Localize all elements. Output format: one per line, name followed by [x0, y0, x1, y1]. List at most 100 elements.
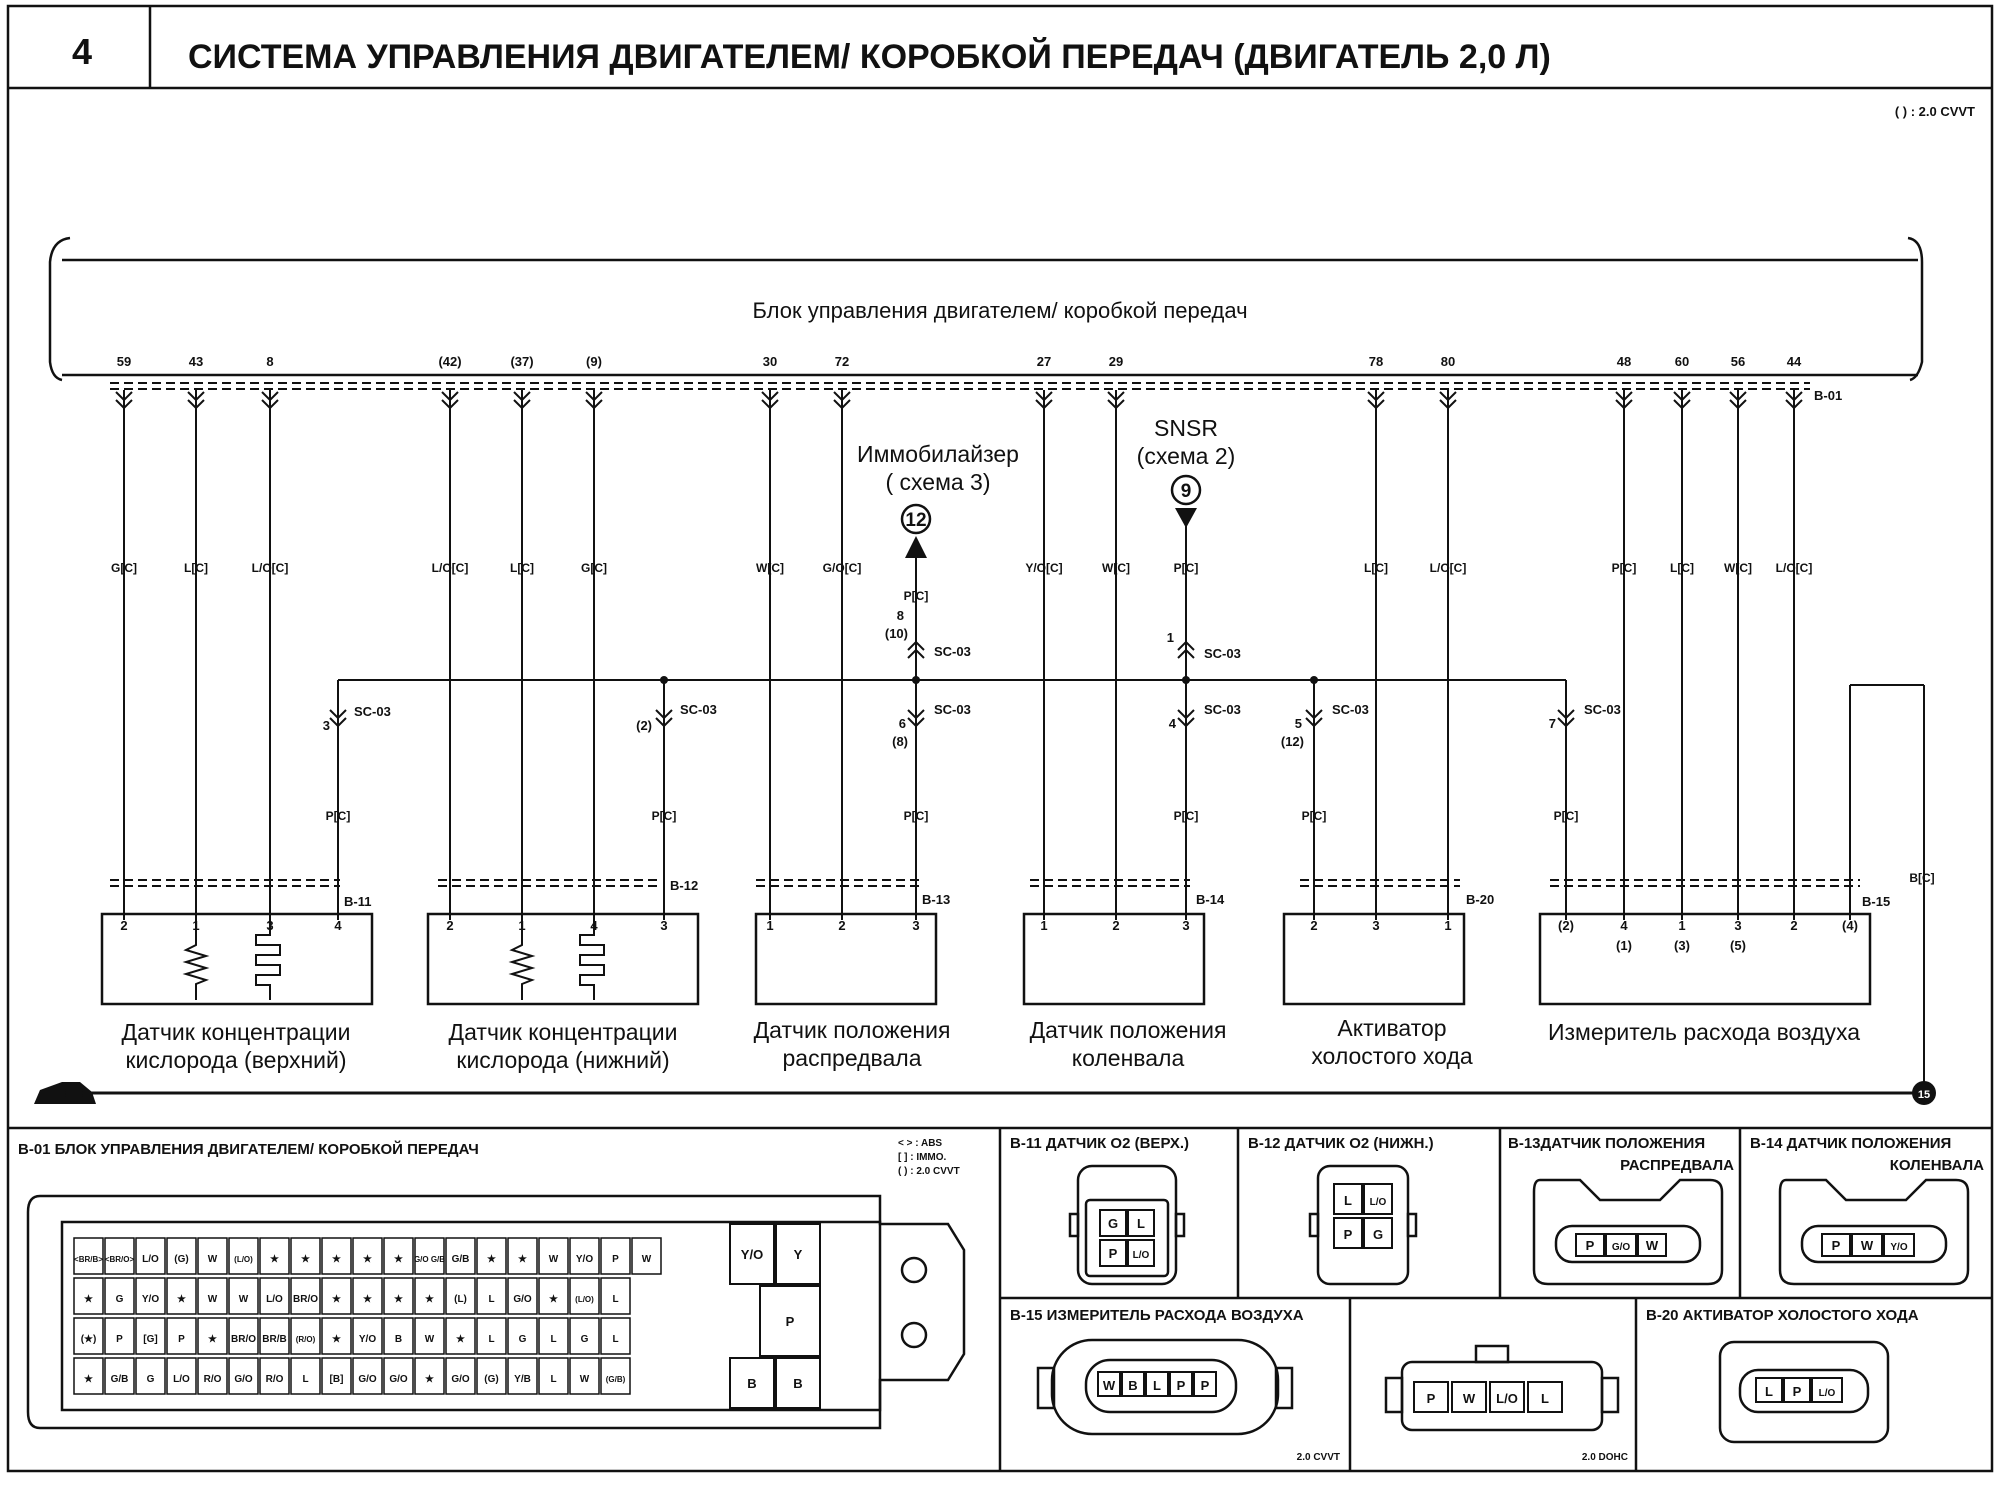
b01-pin-cell: [104, 1357, 135, 1395]
wire-label: G[C]: [111, 561, 137, 575]
b01-pin-cell: [507, 1317, 538, 1355]
b01-big-pin-cell: [775, 1223, 821, 1285]
b01-pin-label: ★: [177, 1294, 186, 1305]
b20-pin: L/O: [1819, 1388, 1836, 1399]
b15-pin: L/O: [1496, 1391, 1518, 1406]
b01-big-pin-cell: [775, 1357, 821, 1409]
b01-pin-label: ★: [208, 1334, 217, 1345]
component-pin: 3: [266, 918, 273, 933]
b11-pin: P: [1109, 1246, 1118, 1261]
connector-id: B-15: [1862, 894, 1890, 909]
b01-pin-cell: [352, 1317, 383, 1355]
splice-label: SC-03: [680, 702, 717, 717]
wire-label: P[C]: [652, 809, 677, 823]
b01-pin-label: (L): [454, 1294, 467, 1305]
b01-pin-cell: [321, 1237, 352, 1275]
b14-pin: P: [1832, 1238, 1841, 1253]
b01-pin-cell: [290, 1277, 321, 1315]
b14-pin: Y/O: [1890, 1242, 1907, 1253]
b01-pin-label: ★: [363, 1294, 372, 1305]
component-name: Активатор: [1337, 1015, 1446, 1041]
b01-pin-label: L: [488, 1294, 494, 1305]
b01-pin-label: W: [239, 1294, 249, 1305]
b01-pin-label: L: [612, 1294, 618, 1305]
wire-label: B[C]: [1909, 871, 1934, 885]
component-pin: 3: [1372, 918, 1379, 933]
b01-pin-cell: [228, 1357, 259, 1395]
component-pin: 4: [590, 918, 598, 933]
legend-cvvt: ( ) : 2.0 CVVT: [898, 1166, 960, 1177]
b01-pin-label: W: [425, 1334, 435, 1345]
ecu-pin: 59: [117, 354, 131, 369]
b01-pin-cell: [476, 1317, 507, 1355]
arrow-up-icon: [905, 536, 927, 558]
component-pin: 1: [518, 918, 525, 933]
component-pin: (4): [1842, 918, 1858, 933]
b01-pin-cell: [228, 1277, 259, 1315]
b01-pin-label: G: [147, 1374, 155, 1385]
b01-pin-label: ★: [332, 1334, 341, 1345]
b01-pin-cell: [383, 1317, 414, 1355]
component-name: кислорода (верхний): [125, 1047, 346, 1073]
b13-connector: [1532, 1178, 1724, 1286]
b01-pin-cell: [321, 1277, 352, 1315]
component-pin: 1: [192, 918, 199, 933]
b01-pin-label: L: [550, 1374, 556, 1385]
b15-cvvt-connector: [1036, 1338, 1294, 1436]
ecu-terminals: [115, 391, 1803, 410]
b15-pin: B: [1128, 1378, 1137, 1393]
ecu-pin: 27: [1037, 354, 1051, 369]
b11-pin: L/O: [1133, 1250, 1150, 1261]
ecu-pin: 56: [1731, 354, 1745, 369]
b01-pin-label: Y/O: [576, 1254, 593, 1265]
panel-title-b15: B-15 ИЗМЕРИТЕЛЬ РАСХОДА ВОЗДУХА: [1010, 1307, 1304, 1324]
splice-label: SC-03: [1332, 702, 1369, 717]
b20-pin: P: [1793, 1384, 1802, 1399]
splice-label: SC-03: [934, 702, 971, 717]
b14-connector: [1778, 1178, 1970, 1286]
b01-pin-label: W: [580, 1374, 590, 1385]
b01-pin-label: L/O: [173, 1374, 190, 1385]
ecu-pin: 30: [763, 354, 777, 369]
b01-pin-cell: [414, 1357, 445, 1395]
snsr-ref-title: SNSR: [1154, 415, 1218, 441]
b01-pin-label: W: [208, 1254, 218, 1265]
component-name: распредвала: [783, 1045, 922, 1071]
b01-pin-cell: [538, 1317, 569, 1355]
b01-big-pin-label: B: [747, 1376, 756, 1391]
ecu-pin: 44: [1787, 354, 1802, 369]
panel-title-b13: B-13ДАТЧИК ПОЛОЖЕНИЯ: [1508, 1135, 1705, 1152]
b01-pin-cell: [135, 1277, 166, 1315]
b01-pin-label: G/O: [389, 1374, 408, 1385]
b14-pin: W: [1861, 1238, 1874, 1253]
b01-pin-cell: [259, 1237, 290, 1275]
panel-subtitle-b13: РАСПРЕДВАЛА: [1620, 1157, 1734, 1174]
b01-pin-cell: [445, 1277, 476, 1315]
component-name: Датчик концентрации: [122, 1019, 351, 1045]
panel-title-b01: B-01 БЛОК УПРАВЛЕНИЯ ДВИГАТЕЛЕМ/ КОРОБКО…: [18, 1140, 479, 1158]
b01-pin-cell: [197, 1237, 228, 1275]
component-pin-alt: (3): [1674, 938, 1690, 953]
b01-pin-label: <BR/B>: [74, 1255, 103, 1264]
wire-label: P[C]: [904, 589, 929, 603]
wire-label: L/O[C]: [432, 561, 469, 575]
component-pin: 2: [120, 918, 127, 933]
connector-id: B-13: [922, 892, 950, 907]
b01-connector-face: [26, 1194, 966, 1430]
b01-pin-label: Y/B: [514, 1374, 531, 1385]
b01-pin-cell: [321, 1317, 352, 1355]
b01-pin-cell: [569, 1277, 600, 1315]
b01-pin-label: Y/O: [142, 1294, 159, 1305]
component-name: холостого хода: [1311, 1043, 1473, 1069]
b15-pin: P: [1427, 1391, 1436, 1406]
component-name: коленвала: [1072, 1045, 1185, 1071]
component-name: Датчик положения: [754, 1017, 951, 1043]
b01-pin-label: W: [549, 1254, 559, 1265]
b01-pin-label: (★): [81, 1334, 97, 1345]
b01-pin-cell: [383, 1357, 414, 1395]
b01-pin-label: G/O: [451, 1374, 470, 1385]
connector-dash-lines: [110, 382, 1860, 887]
ecu-pin: 43: [189, 354, 203, 369]
